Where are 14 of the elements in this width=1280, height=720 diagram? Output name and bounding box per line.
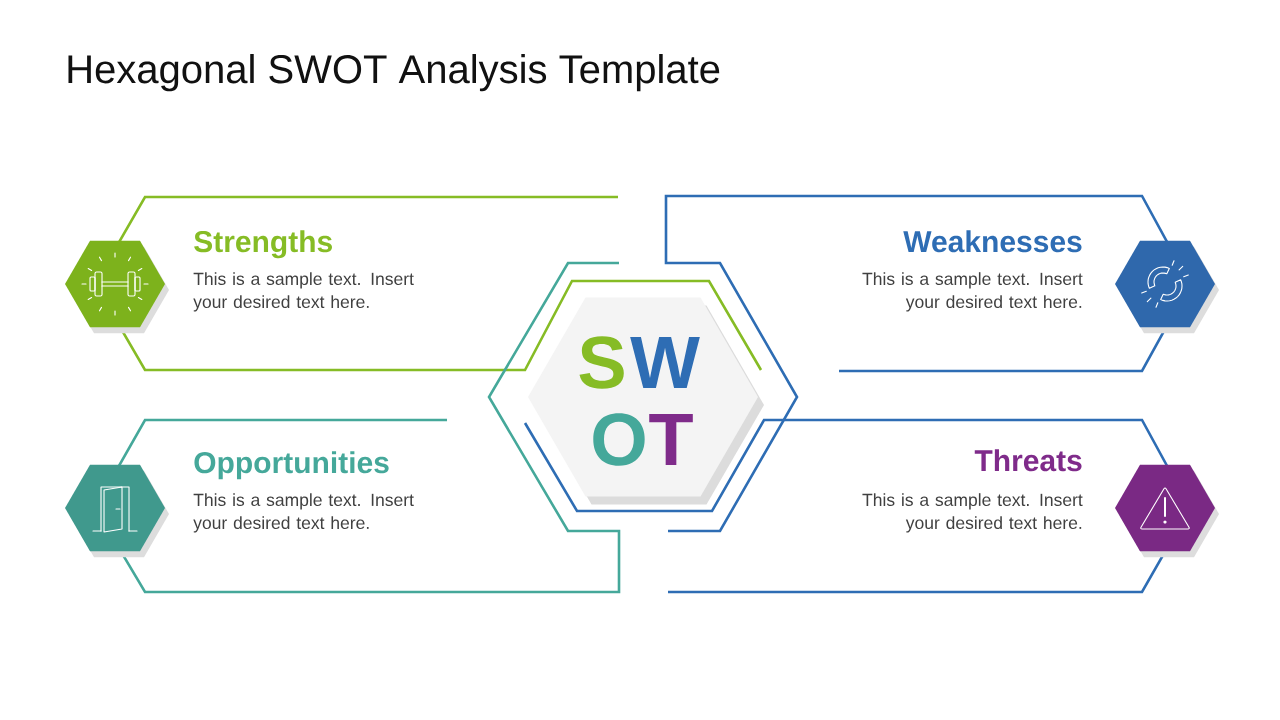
letter: W [630,337,700,388]
heading: Weaknesses [903,230,1082,253]
center-hexagon [528,297,764,505]
letter: S [579,336,624,389]
body-text: This is a sample text. Insert your desired text here. [193,272,414,312]
body-text: This is a sample text. Insert your desired text here. [862,272,1083,312]
letter: T [649,414,693,465]
body-text: This is a sample text. Insert your desired text here. [193,493,414,533]
heading: Strengths [194,230,332,259]
heading: Opportunities [194,451,389,480]
body-text: This is a sample text. Insert your desired text here. [862,493,1083,533]
letter: O [593,413,645,466]
heading: Threats [974,449,1082,472]
title: Hexagonal SWOT Analysis Template [68,54,720,92]
